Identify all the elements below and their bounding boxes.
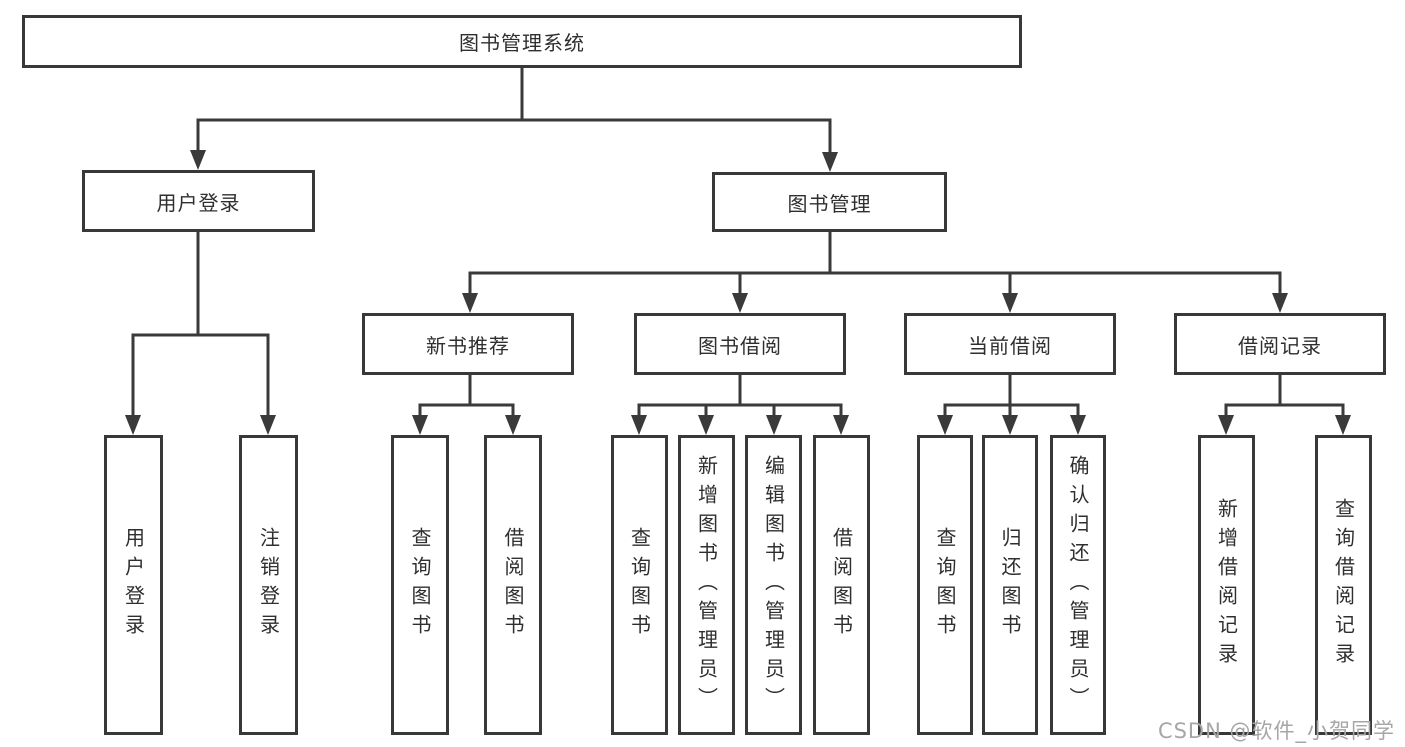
leaf-add-borrow-record-label: 新增借阅记录 (1214, 498, 1239, 672)
node-current-borrow-label: 当前借阅 (968, 333, 1052, 358)
node-user-login: 用户登录 (82, 170, 315, 232)
node-borrow-records: 借阅记录 (1174, 313, 1386, 375)
leaf-add-borrow-record: 新增借阅记录 (1198, 435, 1255, 735)
leaf-confirm-return-admin: 确认归还（管理员） (1050, 435, 1106, 735)
leaf-logout: 注销登录 (239, 435, 298, 735)
node-root-system: 图书管理系统 (22, 15, 1022, 68)
leaf-borrow-books-2: 借阅图书 (813, 435, 870, 735)
csdn-watermark: CSDN @软件_小贺同学 (1157, 719, 1395, 743)
leaf-borrow-books-1-label: 借阅图书 (501, 527, 525, 643)
leaf-user-login: 用户登录 (104, 435, 163, 735)
leaf-query-books-1: 查询图书 (391, 435, 449, 735)
leaf-query-books-3: 查询图书 (917, 435, 973, 735)
leaf-logout-label: 注销登录 (256, 527, 281, 643)
leaf-confirm-return-admin-label: 确认归还（管理员） (1066, 454, 1090, 716)
leaf-edit-books-admin-label: 编辑图书（管理员） (761, 454, 786, 716)
node-current-borrow: 当前借阅 (904, 313, 1116, 375)
leaf-query-books-2-label: 查询图书 (627, 527, 652, 643)
node-book-borrow: 图书借阅 (634, 313, 846, 375)
leaf-borrow-books-2-label: 借阅图书 (829, 527, 854, 643)
leaf-edit-books-admin: 编辑图书（管理员） (745, 435, 802, 735)
leaf-query-books-3-label: 查询图书 (933, 527, 957, 643)
node-borrow-records-label: 借阅记录 (1238, 333, 1322, 358)
leaf-add-books-admin: 新增图书（管理员） (678, 435, 735, 735)
leaf-return-books-label: 归还图书 (998, 527, 1022, 643)
leaf-query-books-2: 查询图书 (611, 435, 668, 735)
leaf-query-borrow-record: 查询借阅记录 (1315, 435, 1372, 735)
node-book-management: 图书管理 (712, 172, 947, 232)
node-book-borrow-label: 图书借阅 (698, 333, 782, 358)
node-root-label: 图书管理系统 (459, 31, 585, 55)
leaf-add-books-admin-label: 新增图书（管理员） (694, 454, 719, 716)
leaf-query-borrow-record-label: 查询借阅记录 (1331, 498, 1356, 672)
node-new-book-recommend: 新书推荐 (362, 313, 574, 375)
leaf-return-books: 归还图书 (982, 435, 1038, 735)
node-user-login-label: 用户登录 (156, 190, 241, 215)
leaf-borrow-books-1: 借阅图书 (484, 435, 542, 735)
leaf-user-login-label: 用户登录 (121, 527, 146, 643)
leaf-query-books-1-label: 查询图书 (408, 527, 432, 643)
node-book-management-label: 图书管理 (787, 191, 872, 216)
node-new-book-recommend-label: 新书推荐 (426, 333, 510, 358)
